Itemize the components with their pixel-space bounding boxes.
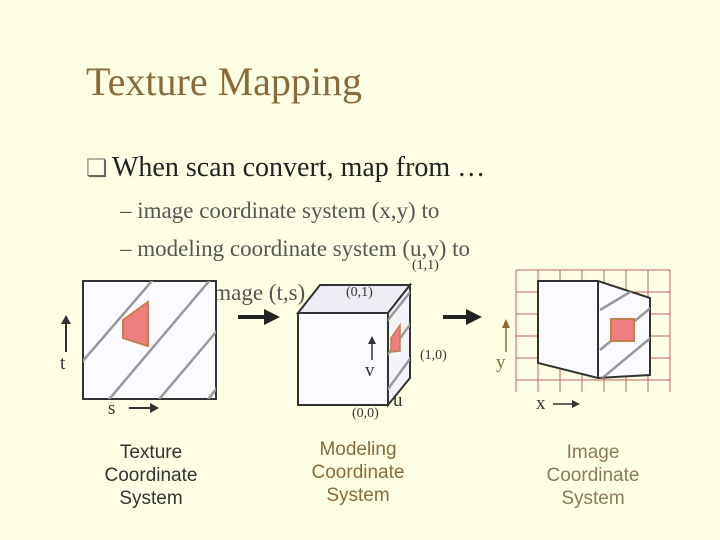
map-arrow-2 — [443, 309, 482, 325]
slide-title: Texture Mapping — [86, 59, 363, 104]
bullet-text: When scan convert, map from … — [112, 152, 486, 183]
y-axis-arrow — [502, 319, 510, 352]
modeling-cube — [295, 282, 413, 408]
modeling-caption: Modeling Coordinate System — [311, 439, 405, 506]
image-caption: Image Coordinate System — [546, 442, 640, 509]
bullet-item: ❏When scan convert, map from … — [86, 152, 485, 184]
image-patch — [610, 318, 635, 342]
corner-label-01: (0,1) — [346, 285, 373, 300]
v-axis-label: v — [365, 360, 375, 381]
t-axis-label: t — [60, 353, 66, 374]
corner-label-11: (1,1) — [412, 258, 439, 273]
t-axis-arrow — [61, 315, 71, 352]
corner-label-00: (0,0) — [352, 406, 379, 421]
v-axis-arrow — [368, 336, 376, 360]
texture-square — [82, 280, 217, 400]
map-arrow-1 — [238, 309, 280, 325]
sub-item-2: – modeling coordinate system (u,v) to — [120, 236, 471, 261]
u-axis-label: u — [393, 390, 403, 411]
x-axis-arrow — [553, 400, 580, 408]
texture-patch — [122, 300, 149, 348]
corner-label-10: (1,0) — [420, 348, 447, 363]
x-axis-label: x — [536, 393, 546, 414]
cube-patch — [390, 322, 401, 353]
s-axis-arrow — [129, 403, 159, 413]
y-axis-label: y — [496, 352, 506, 373]
box-bullet-icon: ❏ — [86, 156, 108, 182]
s-axis-label: s — [108, 398, 116, 419]
texture-caption: Texture Coordinate System — [104, 442, 198, 509]
sub-item-1: – image coordinate system (x,y) to — [120, 198, 440, 223]
image-object — [537, 280, 651, 380]
